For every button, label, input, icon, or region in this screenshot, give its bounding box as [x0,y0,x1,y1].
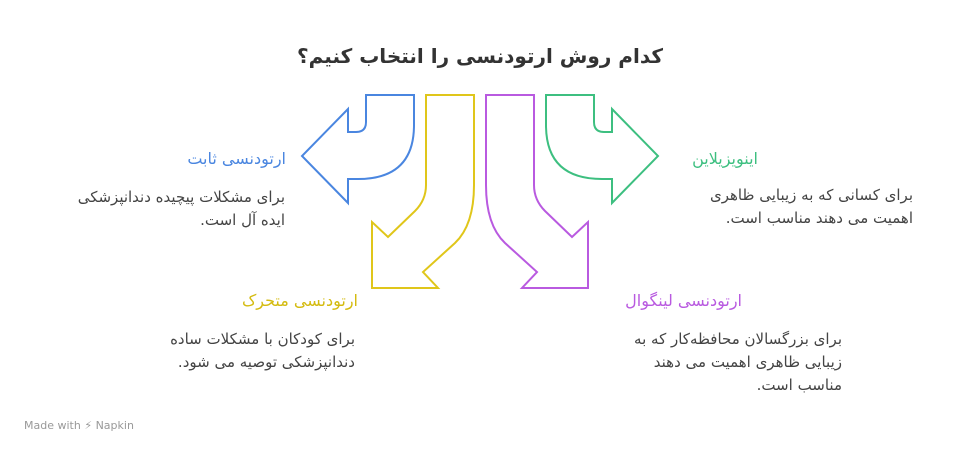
option-removable-description: برای کودکان با مشکلات ساده دندانپزشکی تو… [170,328,355,374]
made-with-label: Made with [24,419,81,432]
description-line: برای کودکان با مشکلات ساده [170,330,355,348]
option-fixed-description: برای مشکلات پیچیده دندانپزشکی ایده آل اس… [78,186,285,232]
description-line: اهمیت می دهند مناسب است. [725,209,913,227]
brand-name: Napkin [95,419,134,432]
arrow-right-green [545,94,660,206]
arrow-down-right-purple [485,94,589,289]
description-line: مناسب است. [756,376,842,394]
napkin-logo-icon: ⚡ [84,419,93,432]
option-lingual-description: برای بزرگسالان محافظه‌کار که به زیبایی ظ… [634,328,842,397]
option-removable-heading: ارتودنسی متحرک [241,291,358,310]
description-line: برای مشکلات پیچیده دندانپزشکی [77,188,285,206]
page-title: کدام روش ارتودنسی را انتخاب کنیم؟ [297,44,663,68]
description-line: زیبایی ظاهری اهمیت می دهند [653,353,842,371]
footer-branding[interactable]: Made with ⚡ Napkin [24,419,134,432]
arrow-left-blue [300,94,415,206]
arrow-down-left-yellow [371,94,475,289]
option-invisalign-description: برای کسانی که به زیبایی ظاهری اهمیت می د… [710,184,913,230]
description-line: ایده آل است. [200,211,285,229]
option-fixed-heading: ارتودنسی ثابت [187,149,286,168]
option-invisalign-heading: اینویزیلاین [692,149,758,168]
description-line: برای کسانی که به زیبایی ظاهری [710,186,913,204]
description-line: برای بزرگسالان محافظه‌کار که به [634,330,842,348]
option-lingual-heading: ارتودنسی لینگوال [625,291,742,310]
description-line: دندانپزشکی توصیه می شود. [177,353,355,371]
